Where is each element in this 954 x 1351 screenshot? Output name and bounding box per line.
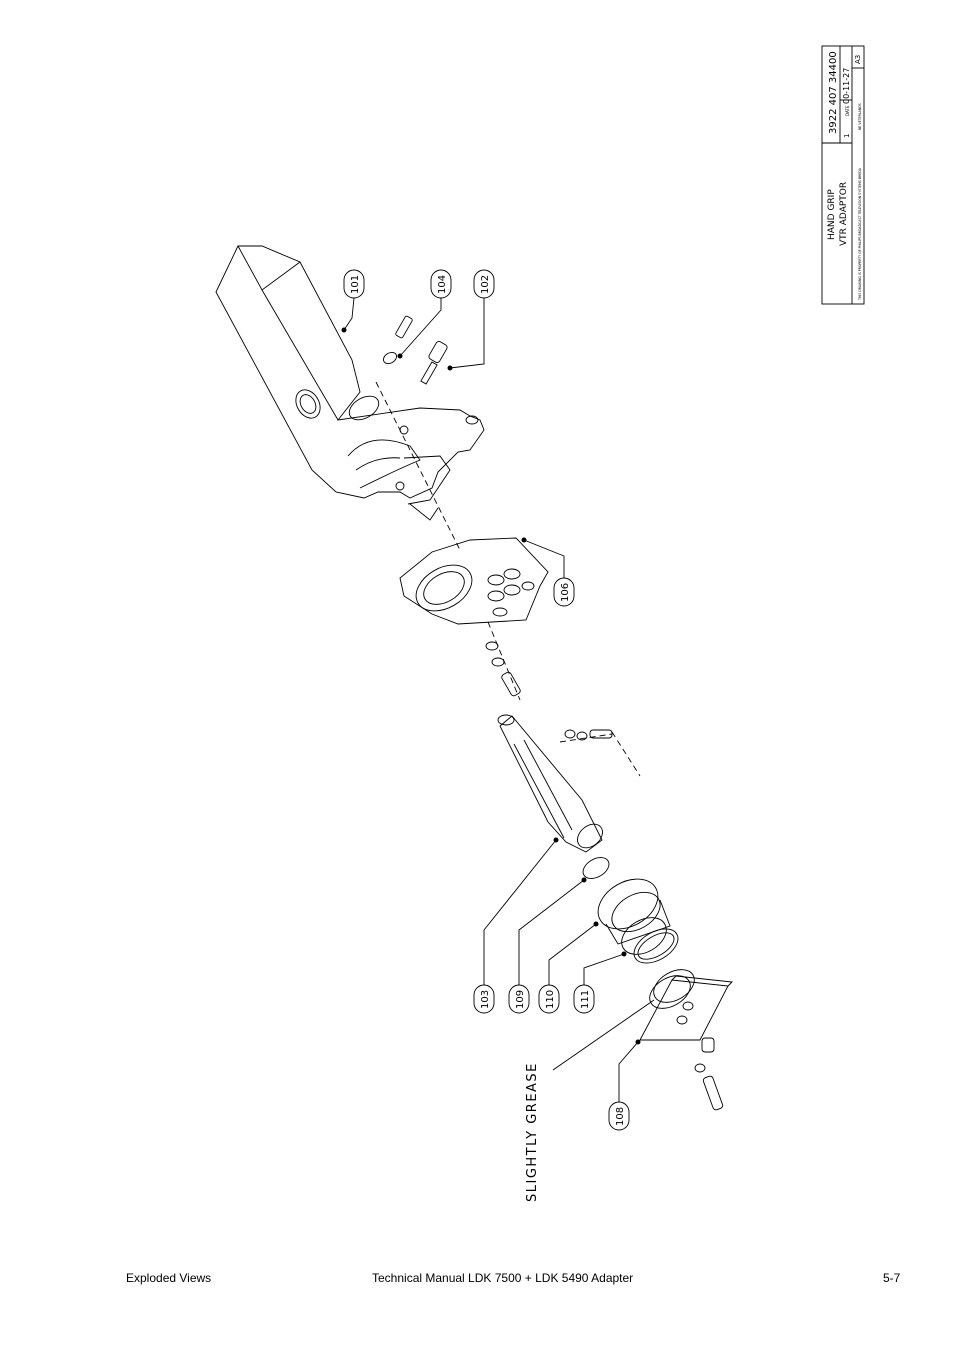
leader-dots — [341, 327, 641, 1045]
leader-lines — [343, 297, 639, 1102]
callout-102: 102 — [480, 275, 491, 294]
callout-101: 101 — [350, 275, 361, 294]
drawing-number: 3922 407 34400 — [828, 51, 839, 134]
part-108-adapter — [639, 969, 733, 1111]
part-103-tube — [497, 714, 603, 853]
property-note: THIS DRAWING IS PROPERTY OF PHILIPS BROA… — [858, 167, 862, 301]
callout-110: 110 — [545, 990, 556, 1009]
callout-108: 108 — [615, 1107, 626, 1126]
part-110-nut — [597, 878, 671, 955]
callout-bubbles — [343, 269, 630, 1131]
callout-106: 106 — [560, 583, 571, 602]
part-101-hand-grip — [215, 245, 485, 521]
bolt-106 — [485, 641, 521, 697]
date-label: DATE — [845, 105, 850, 116]
format-size: A3 — [854, 55, 862, 64]
grease-leader — [552, 999, 655, 1071]
grease-annotation: SLIGHTLY GREASE — [525, 1062, 540, 1202]
callout-109: 109 — [515, 990, 526, 1009]
callout-104: 104 — [437, 275, 448, 294]
title-block — [821, 45, 865, 305]
title-line1: HAND GRIP — [827, 189, 837, 240]
bolt-tube — [564, 729, 613, 741]
callout-103: 103 — [480, 990, 491, 1009]
callout-111: 111 — [580, 990, 591, 1009]
title-line2: VTR ADAPTOR — [839, 182, 849, 246]
screw-102 — [420, 340, 448, 385]
footer-section-title: Exploded Views — [126, 1271, 212, 1285]
sheet-number: 1 — [843, 134, 851, 138]
screw-104 — [382, 315, 413, 365]
part-111-ring — [633, 928, 679, 964]
footer-page-number: 5-7 — [883, 1271, 901, 1285]
date-value: 00-11-27 — [842, 68, 851, 104]
footer-manual-title: Technical Manual LDK 7500 + LDK 5490 Ada… — [372, 1271, 634, 1285]
part-109-disc — [582, 857, 610, 879]
location-note: NE VETERLANDS — [858, 103, 862, 130]
part-106-clamp — [399, 537, 549, 625]
